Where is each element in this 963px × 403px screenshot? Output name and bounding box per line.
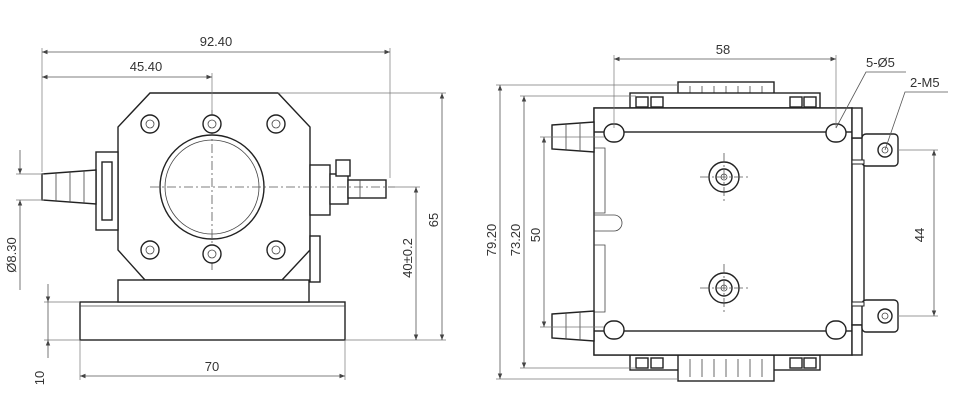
dim-body-height: 73.20 xyxy=(508,224,523,257)
dim-total-height: 65 xyxy=(426,213,441,227)
front-view: 92.40 45.40 70 10 Ø8.30 40±0.2 65 xyxy=(4,34,446,385)
left-barb-fitting xyxy=(41,169,97,205)
mounting-ears xyxy=(851,133,899,333)
dim-base-width: 70 xyxy=(205,359,219,374)
callout-holes: 5-Ø5 xyxy=(866,55,895,70)
dim-overall-width: 92.40 xyxy=(200,34,233,49)
right-fitting xyxy=(329,159,387,205)
center-screws xyxy=(700,153,748,312)
base-plate xyxy=(79,301,346,341)
dim-base-height: 10 xyxy=(32,371,47,385)
dim-top-width: 58 xyxy=(716,42,730,57)
side-body xyxy=(593,107,853,356)
dim-center-offset: 45.40 xyxy=(130,59,163,74)
dim-overall-height: 79.20 xyxy=(484,224,499,257)
bolt-holes xyxy=(140,114,286,264)
dim-mount-spacing: 44 xyxy=(912,228,927,242)
side-view: 58 5-Ø5 2-M5 79.20 73.20 50 44 xyxy=(484,42,948,382)
dim-fitting-diameter: Ø8.30 xyxy=(4,237,19,272)
right-port-block xyxy=(309,164,331,216)
dim-axis-height: 40±0.2 xyxy=(400,238,415,278)
dim-fitting-spacing: 50 xyxy=(528,228,543,242)
side-left-fittings xyxy=(551,121,595,342)
callout-thread: 2-M5 xyxy=(910,75,940,90)
